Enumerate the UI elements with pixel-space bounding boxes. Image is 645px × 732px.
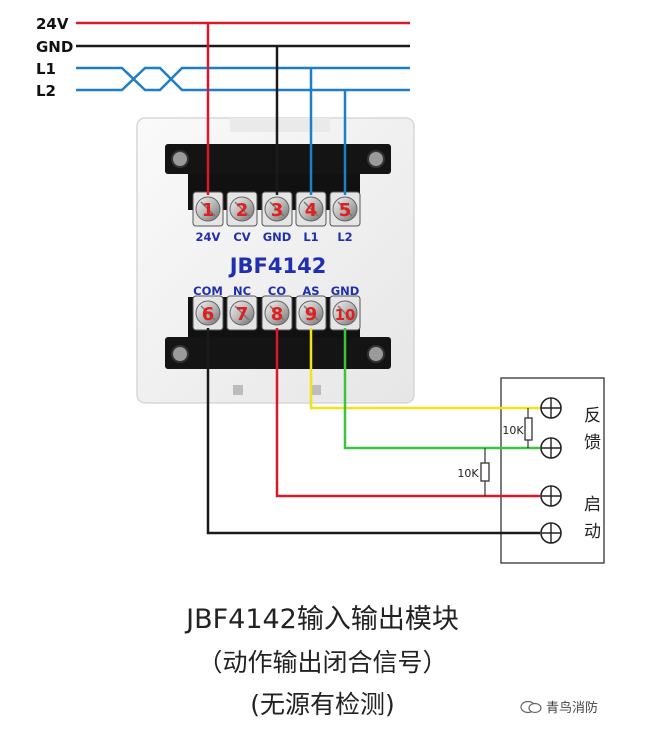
resistor-feedback-label: 10K [502,424,524,437]
bottom-terminal-label: NC [233,284,251,298]
field-device-box [500,377,605,564]
bus-label-l2: L2 [36,82,56,100]
caption-note: (无源有检测) [250,690,395,719]
bottom-terminal-number: 8 [271,304,284,325]
bus-label-gnd: GND [36,38,73,56]
bottom-terminal-number: 9 [305,304,318,325]
wire-as-feedback [309,328,540,410]
top-terminal-number: 4 [305,200,318,221]
bottom-terminal-number: 7 [236,304,249,325]
top-terminal-number: 2 [236,200,249,221]
bottom-terminal-label: CO [268,284,286,298]
bottom-terminal-label: COM [193,284,223,298]
top-terminal-label: L2 [337,230,352,244]
wire-com-start [206,328,540,535]
watermark: 青鸟消防 [520,697,598,716]
wechat-logo-icon [520,700,542,713]
bottom-terminal-number: 10 [335,306,356,324]
top-terminal-number: 3 [271,200,284,221]
top-terminal-number: 1 [202,200,215,221]
resistor-feedback [524,417,533,441]
top-terminal-label: 24V [196,230,221,244]
bus-line-l1 [76,66,410,92]
bus-label-l1: L1 [36,60,56,78]
resistor-start-label: 10K [457,467,479,480]
top-terminal-label: L1 [303,230,318,244]
caption-title: JBF4142输入输出模块 [186,604,459,635]
module-model: JBF4142 [228,254,327,278]
bus-label-24v: 24V [36,15,69,33]
wire-co-start [275,328,540,498]
top-terminal-label: GND [263,230,292,244]
feedback-label-char-1: 反 [584,406,601,426]
start-label-char-2: 动 [584,522,601,542]
bottom-terminal-label: GND [331,284,360,298]
bottom-terminal-label: AS [302,284,319,298]
feedback-label-char-2: 馈 [584,433,601,453]
resistor-start [480,462,490,482]
watermark-text: 青鸟消防 [546,701,599,716]
bottom-terminal-number: 6 [202,304,215,325]
bus-line-l2 [76,66,410,92]
top-terminal-number: 5 [339,200,352,221]
caption-subtitle: （动作输出闭合信号） [197,648,448,677]
top-terminal-label: CV [233,230,250,244]
start-label-char-1: 启 [584,495,601,515]
wire-gnd-feedback [343,328,540,450]
